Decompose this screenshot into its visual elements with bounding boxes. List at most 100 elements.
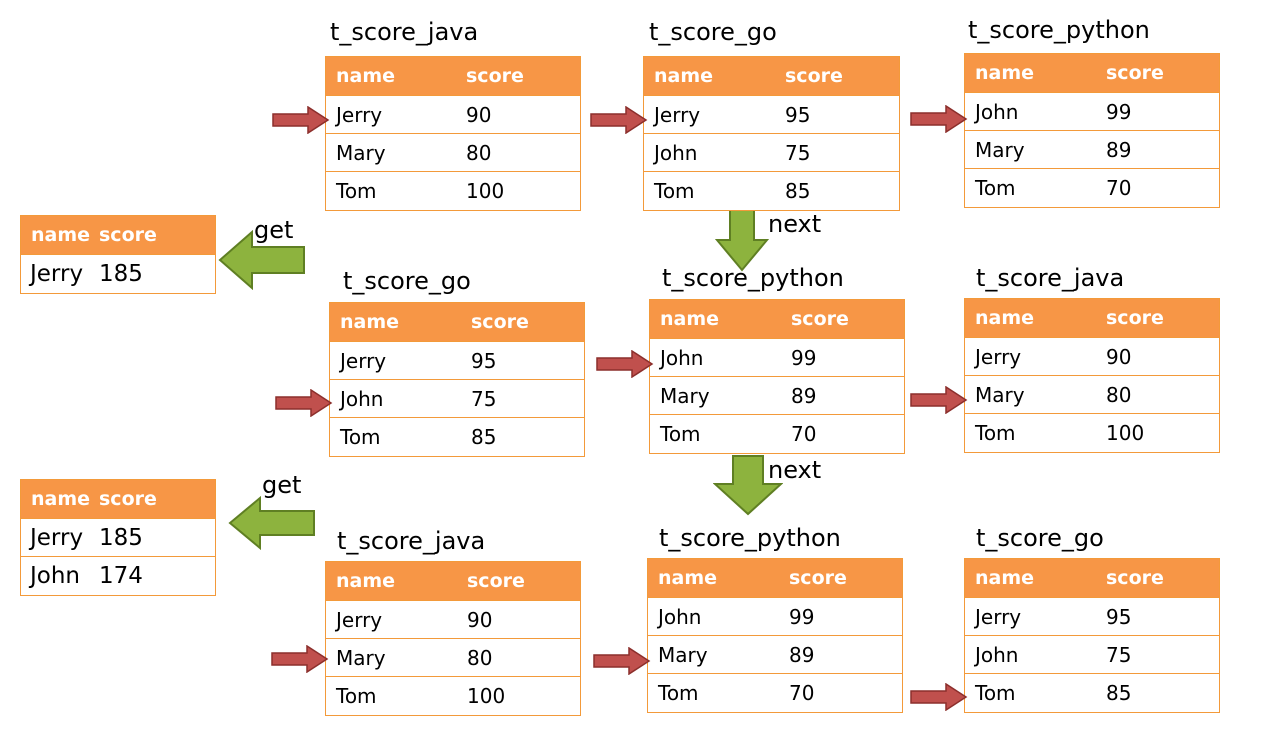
- name-cell: Jerry: [340, 348, 387, 373]
- name-cell: Mary: [336, 140, 386, 165]
- name-cell: Jerry: [975, 604, 1022, 629]
- name-cell: Tom: [654, 179, 695, 203]
- name-cell: John: [658, 604, 702, 629]
- column-score-header: score: [466, 65, 524, 87]
- score-cell: 89: [789, 642, 815, 667]
- name-cell: Jerry: [975, 344, 1022, 369]
- table-row: Mary 89: [650, 377, 904, 415]
- row-pointer-arrow: [910, 683, 968, 711]
- score-cell: 95: [1106, 604, 1132, 629]
- name-cell: Jerry: [336, 102, 383, 127]
- table-title: t_score_python: [662, 264, 844, 292]
- get-label-1: get: [254, 216, 294, 244]
- score-cell: 185: [99, 261, 143, 287]
- name-cell: John: [975, 642, 1019, 667]
- row-pointer-arrow: [272, 106, 330, 134]
- name-cell: Mary: [660, 383, 710, 408]
- table-header: name score: [644, 57, 899, 96]
- table-title: t_score_java: [337, 527, 486, 555]
- score-cell: 174: [99, 563, 143, 589]
- table-row: John 75: [965, 636, 1219, 674]
- table-header: name score: [330, 303, 584, 342]
- table-title: t_score_java: [330, 18, 479, 46]
- table-title: t_score_go: [649, 18, 777, 46]
- name-cell: Jerry: [30, 261, 84, 287]
- score-cell: 80: [466, 140, 492, 165]
- next-label-1: next: [768, 210, 822, 238]
- column-name-header: name: [975, 567, 1035, 589]
- score-cell: 90: [467, 607, 493, 632]
- score-cell: 185: [99, 524, 143, 551]
- next-arrow-2: [713, 455, 783, 516]
- result-table-1: name score Jerry 185: [20, 215, 216, 294]
- name-cell: Jerry: [654, 102, 701, 127]
- get-arrow-1: [218, 230, 305, 290]
- table-row: John 99: [648, 598, 902, 636]
- score-cell: 75: [785, 140, 811, 165]
- column-name-header: name: [975, 307, 1035, 329]
- score-cell: 89: [791, 383, 817, 408]
- column-name-header: name: [340, 311, 400, 333]
- name-cell: John: [660, 345, 704, 370]
- column-name-header: name: [336, 65, 396, 87]
- score-cell: 70: [791, 422, 817, 446]
- row-pointer-arrow: [590, 106, 648, 134]
- name-cell: Jerry: [30, 524, 84, 551]
- table-title: t_score_go: [343, 267, 471, 295]
- column-score-header: score: [785, 65, 843, 87]
- score-cell: 100: [1106, 421, 1145, 445]
- score-cell: 85: [1106, 681, 1132, 705]
- table-header: name score: [326, 562, 580, 601]
- name-cell: John: [340, 386, 384, 411]
- score-cell: 99: [789, 604, 815, 629]
- get-label-2: get: [262, 471, 302, 499]
- score-cell: 99: [791, 345, 817, 370]
- name-cell: Tom: [340, 425, 381, 449]
- table-header: name score: [648, 559, 902, 598]
- next-label-2: next: [768, 456, 822, 484]
- table-title: t_score_python: [968, 16, 1150, 44]
- column-score-header: score: [467, 570, 525, 592]
- score-cell: 90: [466, 102, 492, 127]
- name-cell: John: [975, 99, 1019, 124]
- score-cell: 99: [1106, 99, 1132, 124]
- table-title: t_score_python: [659, 524, 841, 552]
- next-arrow-1: [715, 209, 769, 272]
- name-cell: Tom: [658, 681, 699, 705]
- row-pointer-arrow: [271, 645, 329, 673]
- name-cell: Tom: [975, 176, 1016, 200]
- row-pointer-arrow: [910, 105, 968, 133]
- score-cell: 95: [785, 102, 811, 127]
- table-header: name score: [965, 54, 1219, 93]
- table-row: John 99: [965, 93, 1219, 131]
- column-name-header: name: [31, 224, 91, 246]
- column-name-header: name: [975, 62, 1035, 84]
- column-score-header: score: [471, 311, 529, 333]
- table-row: John 99: [650, 339, 904, 377]
- name-cell: Mary: [975, 382, 1025, 407]
- table-header: name score: [326, 57, 580, 96]
- score-cell: 75: [1106, 642, 1132, 667]
- column-name-header: name: [658, 567, 718, 589]
- table-row: Jerry 90: [326, 96, 580, 134]
- table-header: name score: [965, 299, 1219, 338]
- score-cell: 89: [1106, 137, 1132, 162]
- name-cell: Tom: [660, 422, 701, 446]
